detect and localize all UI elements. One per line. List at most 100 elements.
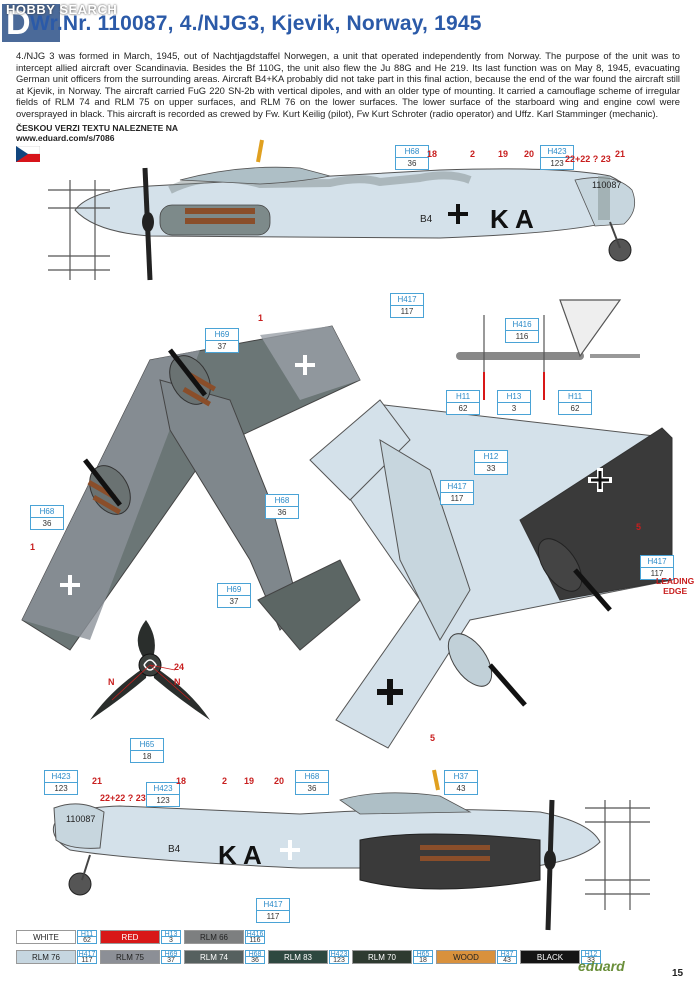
legend-value: 62 [77,937,97,944]
side-top-letters: K A [490,204,534,234]
position-number: 18 [427,149,438,159]
legend-code: H11 [77,930,97,938]
legend-code: H68 [245,950,265,958]
position-number: 22+22 ? 23 [100,793,146,803]
legend-swatch: RLM 83 [268,950,328,964]
czech-note-url: www.eduard.com/s/7086 [16,133,115,143]
watermark: HOBBY SEARCH [6,2,118,17]
legend-value: 123 [329,957,349,964]
legend-code: H417 [77,950,97,958]
czech-note-line1: ČESKOU VERZI TEXTU NALEZNETE NA [16,123,178,133]
position-number: 2 [222,776,228,786]
legend-swatch: RLM 70 [352,950,412,964]
legend-value: 116 [245,937,265,944]
legend-value: 33 [581,957,601,964]
legend-value: 3 [161,937,181,944]
side-profile-top: B4 K A 110087 [48,139,636,281]
top-view [21,325,361,651]
propeller-detail [90,620,210,720]
balkenkreuz-icon [295,355,315,375]
balkenkreuz-icon [60,575,80,595]
legend-value: 37 [161,957,181,964]
position-number: 19 [498,149,509,159]
prop-label: N [174,677,181,687]
czech-flag-icon [16,146,40,162]
brand-logo: eduard [578,958,625,974]
side-bottom-letters: K A [218,840,262,870]
legend-swatch: RLM 66 [184,930,244,944]
intro-text: 4./NJG 3 was formed in March, 1945, out … [16,50,680,119]
legend-code: H69 [161,950,181,958]
legend-value: 18 [413,957,433,964]
legend-value: 117 [77,957,97,964]
bottom-view [309,399,673,749]
legend-swatch: RLM 76 [16,950,76,964]
page-number: 15 [672,968,684,979]
position-number: 20 [524,149,535,159]
position-number: 5 [430,733,436,743]
legend-code: H13 [161,930,181,938]
legend-value: 43 [497,957,517,964]
position-number: 2 [470,149,476,159]
legend-swatch: RLM 74 [184,950,244,964]
legend-code: H416 [245,930,265,938]
position-number: 1 [258,313,264,323]
legend-value: 36 [245,957,265,964]
header [0,0,694,40]
legend-swatch: RLM 75 [100,950,160,964]
profile-letter: D [2,4,60,42]
prop-label: N [108,677,115,687]
legend-code: H65 [413,950,433,958]
position-number: 5 [636,522,642,532]
legend-code: H12 [581,950,601,958]
side-bottom-unit-code: B4 [168,844,181,855]
legend-swatch: RED [100,930,160,944]
position-number: 21 [92,776,103,786]
position-number: 21 [615,149,626,159]
side-top-unit-code: B4 [420,214,433,225]
antenna-detail [456,299,640,400]
prop-label: 24 [174,662,185,672]
legend-code: H37 [497,950,517,958]
balkenkreuz-icon [448,204,468,224]
position-number: 19 [244,776,255,786]
balkenkreuz-icon [377,679,403,705]
side-bottom-werknr: 110087 [66,814,95,824]
legend-swatch: BLACK [520,950,580,964]
balkenkreuz-icon [280,840,300,860]
position-number: 18 [176,776,187,786]
legend-swatch: WHITE [16,930,76,944]
legend-code: H423 [329,950,349,958]
legend-swatch: WOOD [436,950,496,964]
position-number: 1 [30,542,36,552]
side-profile-bottom: B4 K A 110087 [52,769,650,931]
side-top-werknr: 110087 [592,180,621,190]
czech-note: ČESKOU VERZI TEXTU NALEZNETE NA www.edua… [16,123,178,143]
page-title: Wr.Nr. 110087, 4./NJG3, Kjevik, Norway, … [30,12,482,35]
position-number: 20 [274,776,285,786]
position-number: 22+22 ? 23 [565,154,611,164]
balkenkreuz-icon [588,468,612,492]
